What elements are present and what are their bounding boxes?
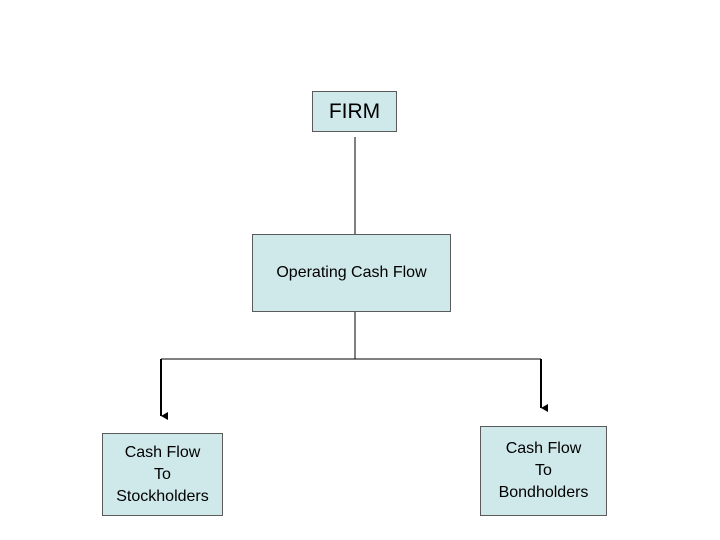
operating-cash-flow-label: Operating Cash Flow [276, 264, 427, 281]
firm-node-label: FIRM [328, 99, 381, 123]
stockholders-label-line-3: Stockholders [116, 487, 209, 505]
bondholders-label-line-3: Bondholders [498, 484, 589, 501]
stockholders-label-line-2: To [154, 465, 171, 483]
stockholders-label-line-1: Cash Flow [124, 443, 201, 461]
bondholders-label-line-2: To [535, 462, 552, 479]
cash-flow-to-bondholders-node: Cash Flow To Bondholders [480, 426, 607, 516]
operating-cash-flow-node: Operating Cash Flow [252, 234, 451, 312]
cash-flow-to-stockholders-node: Cash Flow To Stockholders [102, 433, 223, 516]
bondholders-label-line-1: Cash Flow [505, 440, 582, 457]
firm-node: FIRM [312, 91, 397, 132]
